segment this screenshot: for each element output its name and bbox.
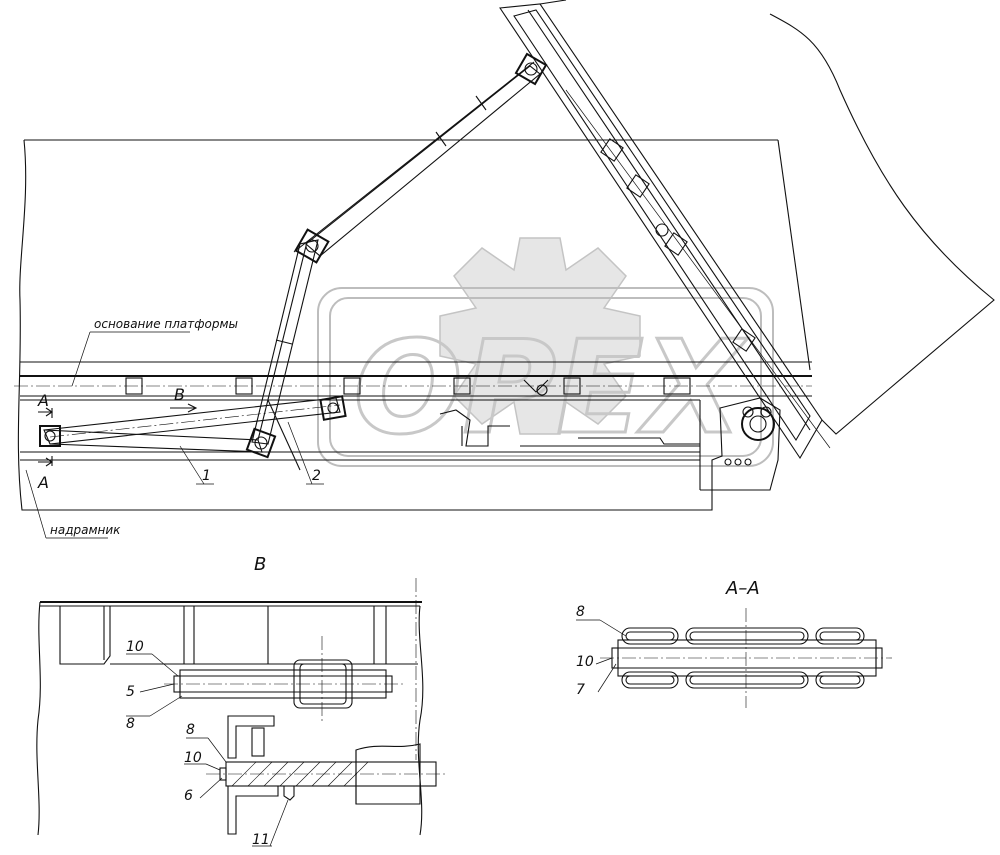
main-annotations: основание платформы надрамник A A B 1 2 xyxy=(25,317,324,539)
section-aa-title: A–A xyxy=(725,578,760,599)
rail-slots xyxy=(125,377,691,395)
view-mark-b: B xyxy=(174,385,185,404)
raised-board xyxy=(499,0,995,460)
view-b-callout-10b: 10 xyxy=(184,750,202,766)
lever-2 xyxy=(251,52,548,445)
label-frame: надрамник xyxy=(50,523,121,537)
section-mark-a-top: A xyxy=(37,391,49,410)
label-platform-base: основание платформы xyxy=(94,317,238,331)
lower-pin-assembly xyxy=(206,715,448,835)
section-aa-callout-10: 10 xyxy=(576,654,594,670)
rear-hinge xyxy=(741,406,775,441)
section-aa-callout-7: 7 xyxy=(576,682,585,698)
section-aa-callout-8: 8 xyxy=(576,604,585,620)
view-b-callout-8b: 8 xyxy=(186,722,195,738)
main-view: основание платформы надрамник A A B 1 2 xyxy=(14,0,995,539)
view-b-callout-11: 11 xyxy=(252,832,270,848)
view-b-callout-8a: 8 xyxy=(126,716,135,732)
upper-pin-assembly xyxy=(164,636,404,724)
view-b-callout-5: 5 xyxy=(126,684,135,700)
inner-mechanism xyxy=(439,379,752,466)
watermark-text: OPEX xyxy=(354,314,748,463)
platform-body xyxy=(17,139,781,511)
view-b-callout-6: 6 xyxy=(184,788,193,804)
callout-2: 2 xyxy=(312,468,321,484)
view-b-callout-10a: 10 xyxy=(126,639,144,655)
callout-1: 1 xyxy=(202,468,211,484)
view-b-callouts: 10 5 8 8 10 6 11 xyxy=(126,639,289,848)
view-b-title: B xyxy=(254,554,266,575)
view-b: B xyxy=(36,554,448,848)
section-a-a: A–A 8 10 7 xyxy=(576,578,892,708)
section-aa-callouts: 8 10 7 xyxy=(576,604,627,698)
watermark-logo: OPEX xyxy=(317,237,774,467)
section-mark-a-bottom: A xyxy=(37,473,49,492)
lever-1 xyxy=(39,395,347,471)
